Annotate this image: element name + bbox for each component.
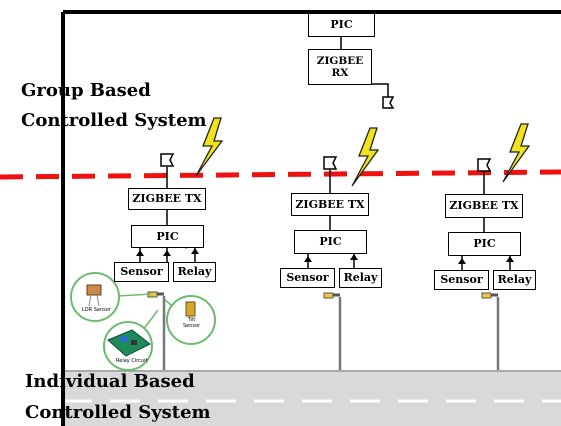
node-3-pic-box: PIC xyxy=(448,232,521,256)
group-label-line1: Group Based xyxy=(21,80,151,101)
node-3-sensor-box: Sensor xyxy=(434,270,489,290)
node-3-relay-box: Relay xyxy=(493,270,536,290)
node-1-sensor-box: Sensor xyxy=(114,262,169,282)
node-2-zigbee-tx-box: ZIGBEE TX xyxy=(291,193,369,216)
relay-circuit-label: Relay Circuit xyxy=(116,358,148,364)
node-1-pic-box: PIC xyxy=(131,225,204,248)
node-2-pic-box: PIC xyxy=(294,230,367,254)
node-2-relay-box: Relay xyxy=(339,268,382,288)
receiver-pic-box: PIC xyxy=(308,13,375,37)
street-lamp-icon xyxy=(323,292,342,370)
tilt-sensor-label: Tilt Sensor xyxy=(183,317,201,329)
individual-label-line1: Individual Based xyxy=(25,371,195,392)
antenna-icon xyxy=(382,96,395,109)
node-3-links xyxy=(458,158,514,270)
group-label-line2: Controlled System xyxy=(21,110,207,131)
relay-circuit-icon xyxy=(103,309,159,371)
red-dashed-separator xyxy=(0,169,561,180)
individual-label-line2: Controlled System xyxy=(25,402,211,423)
road xyxy=(62,370,561,426)
lightning-bolt-icon xyxy=(502,123,531,183)
lightning-bolt-icon xyxy=(351,127,380,187)
node-1-relay-box: Relay xyxy=(173,262,216,282)
node-2-links xyxy=(304,156,358,268)
node-2-sensor-box: Sensor xyxy=(280,268,335,288)
ldr-sensor-icon xyxy=(70,272,152,322)
street-lamp-icon xyxy=(147,291,166,370)
receiver-zigbee-rx-box: ZIGBEE RX xyxy=(308,49,372,85)
tilt-sensor-icon xyxy=(164,295,216,345)
node-1-zigbee-tx-box: ZIGBEE TX xyxy=(128,188,206,210)
lightning-bolt-icon xyxy=(195,117,224,177)
street-lamp-icon xyxy=(481,292,500,370)
receiver-antenna-line xyxy=(368,83,389,97)
ldr-sensor-label: LDR Sensor xyxy=(82,307,111,313)
node-3-zigbee-tx-box: ZIGBEE TX xyxy=(445,194,523,218)
node-1-links xyxy=(136,153,199,262)
